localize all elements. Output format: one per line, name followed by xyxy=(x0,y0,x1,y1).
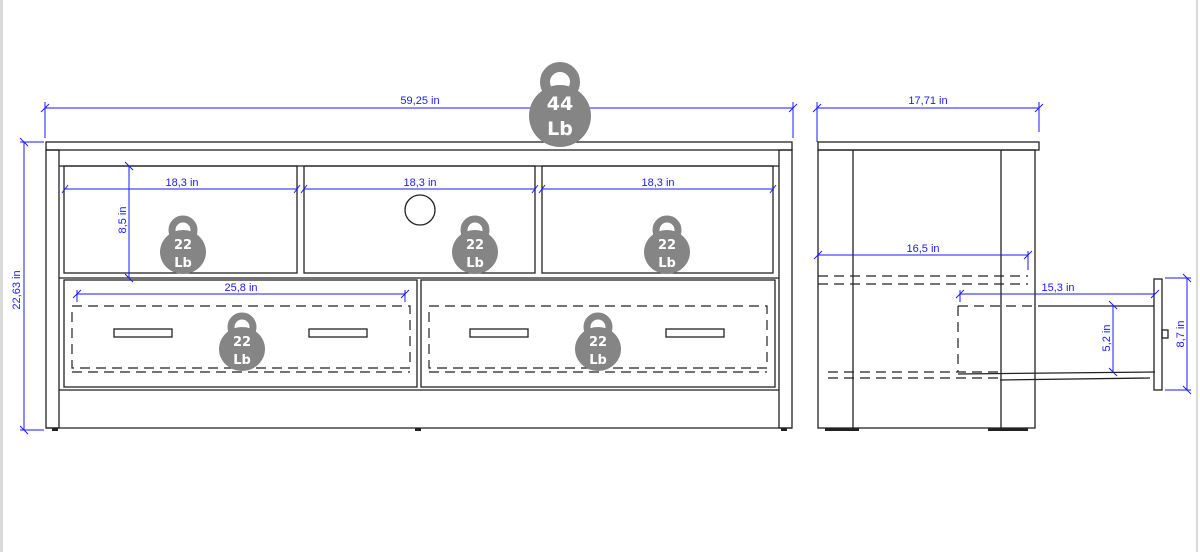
handle xyxy=(113,328,173,338)
dimension-compartment-height: 8,5 in xyxy=(117,161,134,283)
svg-text:Lb: Lb xyxy=(233,353,251,368)
handle xyxy=(308,328,368,338)
svg-text:Lb: Lb xyxy=(174,256,192,271)
svg-text:8,7 in: 8,7 in xyxy=(1175,321,1187,348)
compartment-right xyxy=(541,165,774,274)
svg-text:22: 22 xyxy=(233,335,251,350)
svg-text:22: 22 xyxy=(589,335,607,350)
side-view: 17,71 in 16,5 in 15,3 in 5,2 in xyxy=(812,95,1192,431)
svg-text:8,5 in: 8,5 in xyxy=(117,207,129,234)
weight-icon-shelf: 22 Lb xyxy=(644,219,690,274)
top-board xyxy=(45,141,793,151)
svg-text:Lb: Lb xyxy=(658,256,676,271)
svg-text:18,3 in: 18,3 in xyxy=(165,177,198,189)
drawer-left xyxy=(63,279,418,388)
dimension-drawer-front-height: 8,7 in xyxy=(1165,273,1192,395)
side-body xyxy=(817,149,1036,429)
svg-text:16,5 in: 16,5 in xyxy=(906,243,939,255)
dimension-drawer-width: 25,8 in xyxy=(72,282,410,302)
dimension-compartment-widths: 18,3 in 18,3 in 18,3 in xyxy=(61,177,777,194)
svg-text:18,3 in: 18,3 in xyxy=(641,177,674,189)
svg-text:Lb: Lb xyxy=(547,118,573,140)
weight-icon-drawer: 22 Lb xyxy=(575,316,621,371)
side-top-board xyxy=(817,141,1040,151)
svg-text:18,3 in: 18,3 in xyxy=(403,177,436,189)
dimension-inner-depth: 16,5 in xyxy=(813,243,1033,270)
dimension-drawer-inner-height: 5,2 in xyxy=(1101,300,1118,377)
front-view: 59,25 in 22,63 in 8,5 in 18,3 in 18,3 in xyxy=(11,67,798,435)
svg-text:22: 22 xyxy=(174,238,192,253)
drawer-right xyxy=(420,279,776,388)
weight-icon-drawer: 22 Lb xyxy=(219,316,265,371)
weight-icon-top: 44 Lb xyxy=(529,67,591,147)
svg-text:5,2 in: 5,2 in xyxy=(1101,325,1113,352)
handle-side xyxy=(1161,329,1169,339)
svg-text:22: 22 xyxy=(466,238,484,253)
handle xyxy=(469,328,529,338)
svg-text:Lb: Lb xyxy=(589,353,607,368)
svg-text:22,63 in: 22,63 in xyxy=(11,270,23,309)
dimension-total-width: 59,25 in xyxy=(40,95,798,138)
svg-text:25,8 in: 25,8 in xyxy=(224,282,257,294)
svg-text:59,25 in: 59,25 in xyxy=(400,95,439,107)
svg-text:17,71 in: 17,71 in xyxy=(908,95,947,107)
svg-text:Lb: Lb xyxy=(466,256,484,271)
svg-text:15,3 in: 15,3 in xyxy=(1041,282,1074,294)
svg-text:44: 44 xyxy=(547,93,573,115)
svg-text:22: 22 xyxy=(658,238,676,253)
drawer-front-open xyxy=(1153,278,1163,391)
dimension-drawer-depth: 15,3 in xyxy=(955,282,1160,302)
left-side-panel xyxy=(45,149,60,429)
weight-icon-shelf: 22 Lb xyxy=(160,219,206,274)
dimension-depth: 17,71 in xyxy=(812,95,1044,142)
weight-icon-shelf: 22 Lb xyxy=(452,219,498,274)
right-side-panel xyxy=(778,149,793,429)
cable-hole xyxy=(404,194,436,226)
compartment-center xyxy=(303,165,536,274)
handle xyxy=(665,328,725,338)
dimension-total-height: 22,63 in xyxy=(11,137,44,435)
